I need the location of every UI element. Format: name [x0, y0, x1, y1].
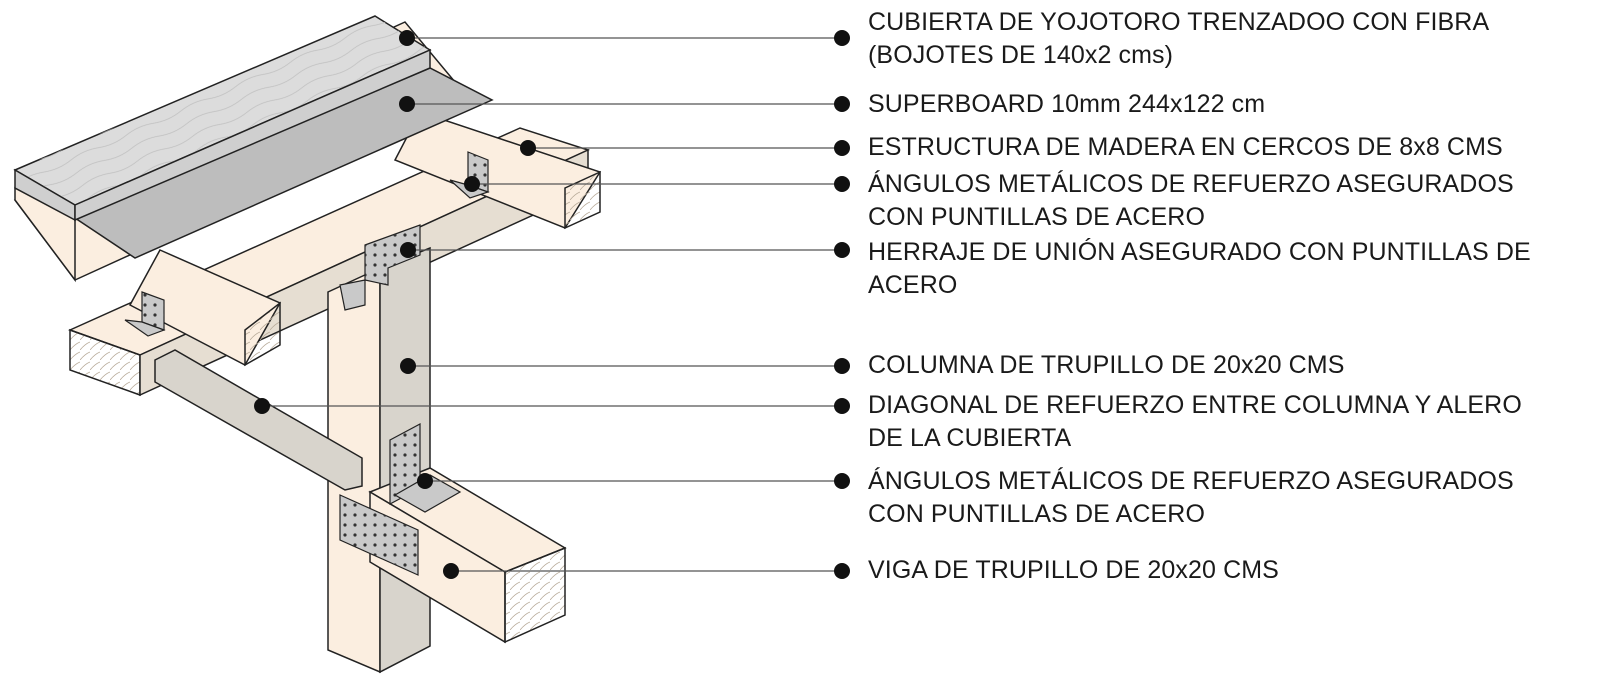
leader-cubierta: [399, 30, 850, 46]
metal-angle-lower: [389, 423, 462, 513]
leader-viga: [443, 563, 850, 579]
callout-label-estructura: ESTRUCTURA DE MADERA EN CERCOS DE 8x8 CM…: [868, 133, 1503, 161]
callout-label-angulos-superiores: ÁNGULOS METÁLICOS DE REFUERZO ASEGURADOS…: [868, 170, 1514, 231]
leader-estructura: [520, 140, 850, 156]
metal-angle-left: [124, 291, 166, 337]
thatch-roof: [13, 15, 432, 222]
leader-angulos-inferiores: [417, 473, 850, 489]
callout-label-diagonal: DIAGONAL DE REFUERZO ENTRE COLUMNA Y ALE…: [868, 391, 1522, 452]
callout-label-viga: VIGA DE TRUPILLO DE 20x20 CMS: [868, 556, 1279, 584]
callout-label-angulos-inferiores: ÁNGULOS METÁLICOS DE REFUERZO ASEGURADOS…: [868, 467, 1514, 528]
leader-angulos-superiores: [464, 176, 850, 192]
callout-label-herraje: HERRAJE DE UNIÓN ASEGURADO CON PUNTILLAS…: [868, 238, 1531, 299]
leader-superboard: [399, 96, 850, 112]
leader-columna: [400, 358, 850, 374]
union-hardware: [339, 224, 421, 311]
leader-diagonal: [254, 398, 850, 414]
leader-herraje: [400, 242, 850, 258]
callout-leaders: [254, 30, 850, 579]
callout-label-cubierta: CUBIERTA DE YOJOTORO TRENZADOO CON FIBRA…: [868, 8, 1490, 69]
callout-label-columna: COLUMNA DE TRUPILLO DE 20x20 CMS: [868, 351, 1345, 379]
beam-plate: [339, 494, 419, 576]
diagonal-brace: [154, 349, 363, 491]
callout-label-superboard: SUPERBOARD 10mm 244x122 cm: [868, 90, 1266, 118]
